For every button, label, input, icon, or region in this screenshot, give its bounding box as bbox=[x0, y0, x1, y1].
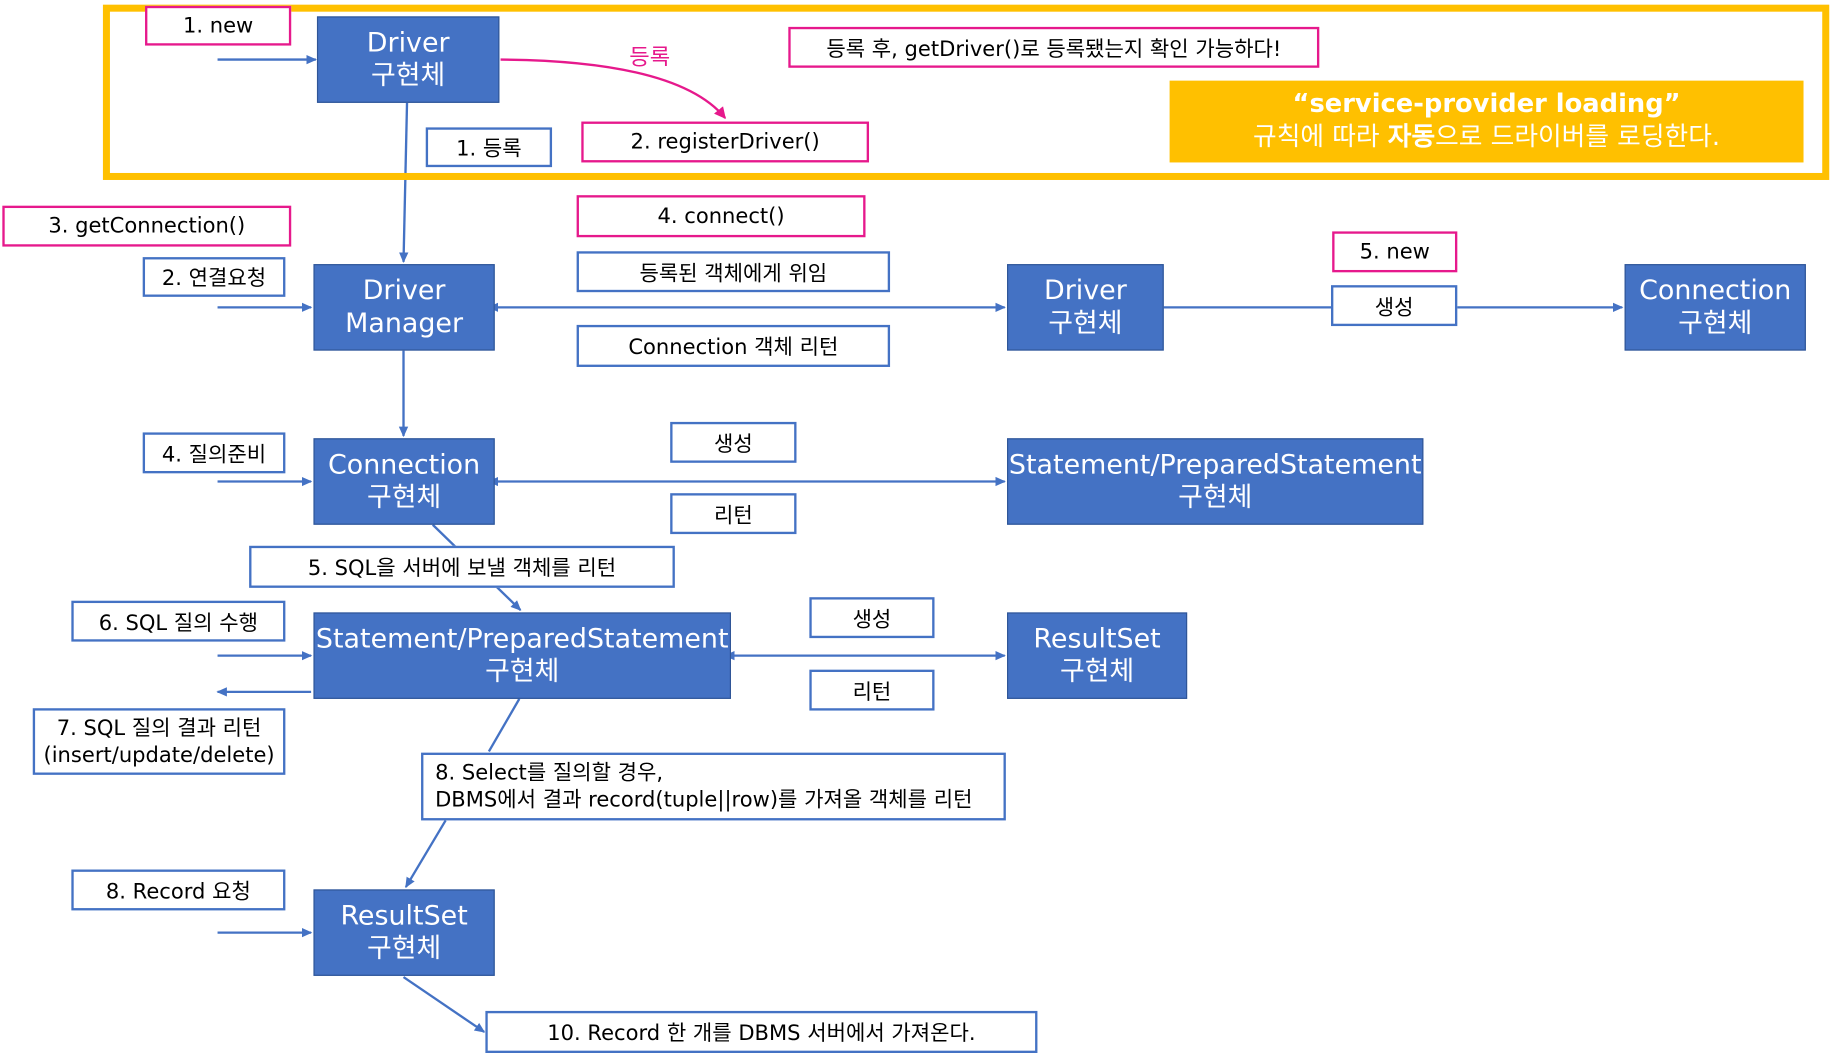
create-resultset-label: 생성 bbox=[809, 597, 935, 639]
box-line: 구현체 bbox=[1048, 308, 1123, 339]
arrow-register-pink bbox=[500, 58, 727, 119]
create-statement-label: 생성 bbox=[670, 421, 797, 463]
step2-connect-request-label: 2. 연결요청 bbox=[142, 257, 286, 297]
box-line: Statement/PreparedStatement bbox=[1008, 449, 1422, 481]
box-line: Connection bbox=[1639, 275, 1792, 307]
step1-register-label: 1. 등록 bbox=[425, 127, 553, 168]
box-line: Statement/PreparedStatement bbox=[315, 624, 729, 655]
connection-return-label: Connection 객체 리턴 bbox=[576, 324, 891, 367]
return-resultset-label: 리턴 bbox=[809, 669, 935, 711]
step5-new-label: 5. new bbox=[1332, 231, 1458, 273]
step4-connect-label: 4. connect() bbox=[576, 195, 866, 238]
callout-line: 규칙에 따라 자동으로 드라이버를 로딩한다. bbox=[1253, 122, 1720, 155]
box-line: Connection bbox=[327, 449, 481, 481]
box-line: ResultSet bbox=[1033, 624, 1161, 655]
resultset-impl-box: ResultSet 구현체 bbox=[313, 889, 495, 976]
create-connection-label: 생성 bbox=[1331, 285, 1458, 327]
arrow-note-to-resultset bbox=[404, 819, 447, 889]
register-arrow-label: 등록 bbox=[629, 44, 671, 71]
step6-sql-exec-label: 6. SQL 질의 수행 bbox=[71, 600, 286, 642]
step4-prepare-label: 4. 질의준비 bbox=[142, 432, 286, 474]
step3-getconnection-label: 3. getConnection() bbox=[2, 205, 292, 247]
statement-impl-right-box: Statement/PreparedStatement 구현체 bbox=[1007, 438, 1424, 525]
auto-loading-frame bbox=[102, 4, 1830, 180]
callout-text-after: 으로 드라이버를 로딩한다. bbox=[1435, 122, 1721, 152]
box-line: Driver bbox=[362, 275, 446, 307]
box-line: Driver bbox=[366, 28, 450, 59]
box-line: 구현체 bbox=[366, 482, 442, 514]
callout-text-before: 규칙에 따라 bbox=[1253, 122, 1388, 152]
arrow-statement-to-note bbox=[487, 698, 521, 753]
callout-text-bold: 자동 bbox=[1387, 122, 1436, 152]
label-line: DBMS에서 결과 record(tuple||row)를 가져올 객체를 리턴 bbox=[435, 787, 973, 813]
driver-manager-box: Driver Manager bbox=[313, 264, 495, 351]
callout-quote: “service-provider loading” bbox=[1292, 89, 1681, 120]
driver-impl-top-box: Driver 구현체 bbox=[316, 16, 500, 103]
box-line: 구현체 bbox=[1178, 482, 1253, 514]
box-line: 구현체 bbox=[1678, 308, 1753, 339]
connection-impl-right-box: Connection 구현체 bbox=[1624, 264, 1806, 351]
step8-select-note: 8. Select를 질의할 경우, DBMS에서 결과 record(tupl… bbox=[421, 752, 1006, 821]
service-provider-callout: “service-provider loading” 규칙에 따라 자동으로 드… bbox=[1169, 80, 1804, 163]
connection-impl-box: Connection 구현체 bbox=[313, 438, 495, 525]
step1-new-label: 1. new bbox=[145, 5, 292, 46]
register-note-label: 등록 후, getDriver()로 등록됐는지 확인 가능하다! bbox=[788, 26, 1320, 68]
return-statement-label: 리턴 bbox=[670, 493, 797, 535]
step2-registerdriver-label: 2. registerDriver() bbox=[581, 121, 870, 163]
resultset-impl-right-box: ResultSet 구현체 bbox=[1007, 612, 1188, 699]
box-line: ResultSet bbox=[340, 901, 468, 932]
label-line: (insert/update/delete) bbox=[43, 742, 275, 768]
statement-impl-box: Statement/PreparedStatement 구현체 bbox=[313, 612, 731, 699]
step5-sql-return-label: 5. SQL을 서버에 보낼 객체를 리턴 bbox=[249, 545, 675, 588]
delegate-label: 등록된 객체에게 위임 bbox=[576, 251, 891, 293]
box-line: 구현체 bbox=[1059, 656, 1135, 688]
arrow-driver-to-manager bbox=[399, 102, 409, 263]
driver-impl-right-box: Driver 구현체 bbox=[1007, 264, 1164, 351]
box-line: 구현체 bbox=[371, 60, 446, 92]
box-line: Driver bbox=[1043, 275, 1127, 307]
step8-record-request-label: 8. Record 요청 bbox=[71, 869, 286, 911]
box-line: 구현체 bbox=[366, 933, 442, 965]
step10-fetch-label: 10. Record 한 개를 DBMS 서버에서 가져온다. bbox=[485, 1010, 1038, 1053]
box-line: 구현체 bbox=[485, 656, 560, 688]
arrow-resultset-to-fetch bbox=[402, 976, 486, 1033]
box-line: Manager bbox=[345, 308, 464, 339]
label-line: 8. Select를 질의할 경우, bbox=[435, 760, 664, 786]
step7-result-label: 7. SQL 질의 결과 리턴 (insert/update/delete) bbox=[32, 708, 286, 775]
label-line: 7. SQL 질의 결과 리턴 bbox=[56, 715, 262, 741]
